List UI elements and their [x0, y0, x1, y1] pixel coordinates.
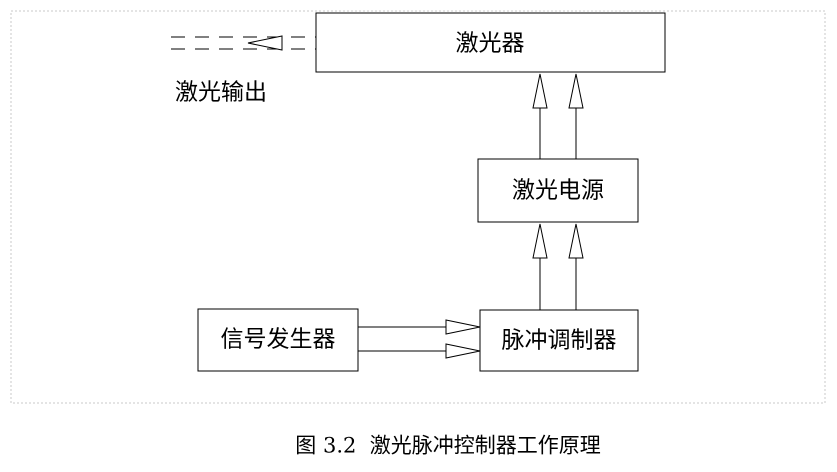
arrowhead-icon: [532, 223, 548, 259]
laser-power-label: 激光电源: [512, 178, 604, 204]
arrowhead-icon: [445, 343, 481, 359]
pulse-modulator-block: 脉冲调制器: [479, 309, 639, 372]
arrowhead-icon: [445, 319, 481, 335]
power-to-laser-connector: [532, 73, 584, 159]
laser-output-label: 激光输出: [175, 80, 267, 106]
laser-power-block: 激光电源: [477, 158, 639, 223]
diagram-frame: [10, 10, 826, 404]
generator-to-modulator-connector: [358, 319, 481, 359]
signal-generator-label: 信号发生器: [221, 327, 336, 353]
laser-label: 激光器: [456, 31, 525, 57]
arrowhead-icon: [532, 73, 548, 109]
arrowhead-icon: [568, 223, 584, 259]
pulse-modulator-label: 脉冲调制器: [502, 328, 617, 354]
modulator-to-power-connector: [532, 223, 584, 310]
laser-block: 激光器: [315, 12, 666, 73]
arrowhead-icon: [568, 73, 584, 109]
figure-caption: 图 3.2 激光脉冲控制器工作原理: [295, 434, 600, 458]
laser-output-beam: [171, 35, 316, 51]
signal-generator-block: 信号发生器: [197, 308, 359, 372]
arrowhead-icon: [247, 35, 283, 51]
